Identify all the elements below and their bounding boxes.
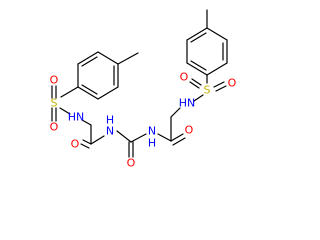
left-co-o-bond [82,139,92,145]
chemical-structure: S O O HN O N H O N H O HN S O O [50,9,237,170]
right-oxygen-left-label: O [180,71,189,84]
right-sulfur-label: S [204,84,211,97]
left-co-o-bond-2 [80,143,90,149]
left-oxygen-top-label: O [50,74,59,87]
left-s-n-bond [59,107,71,115]
urea-n-left-c-bond [116,130,132,143]
center-nitrogen-left-label: N [106,125,114,138]
left-nh-label: HN [68,111,85,124]
right-so-bond-left [189,81,200,89]
urea-c-n-right-bond [130,133,147,143]
right-n-co-bond [157,133,172,142]
right-oxygen-right-label: O [228,77,237,90]
center-urea-oxygen-label: O [127,157,136,170]
center-nitrogen-right-label: N [148,125,156,138]
right-co-o-bond [170,133,184,142]
left-sulfur-label: S [51,97,58,110]
left-n-ch2-bond [81,119,92,126]
center-hydrogen-right-label: H [148,137,156,150]
right-nh-label: HN [179,97,196,110]
right-ch2-n-bond [170,107,181,118]
right-so-bond-left-2 [191,78,202,86]
center-hydrogen-left-label: H [106,114,114,127]
left-ring-s-bond [60,86,79,98]
right-amide-oxygen-label: O [185,124,194,137]
left-oxygen-bottom-label: O [50,121,59,134]
right-tolyl-ring [186,27,228,76]
left-co-n-bond [90,135,105,145]
left-amide-oxygen-label: O [71,138,80,151]
right-co-o-bond-2 [172,137,186,146]
right-so-bond-right [213,81,225,88]
right-so-bond-right-2 [215,85,227,92]
left-methyl-bond [117,52,139,65]
right-n-s-bond [193,94,204,102]
left-tolyl-ring [77,51,119,100]
